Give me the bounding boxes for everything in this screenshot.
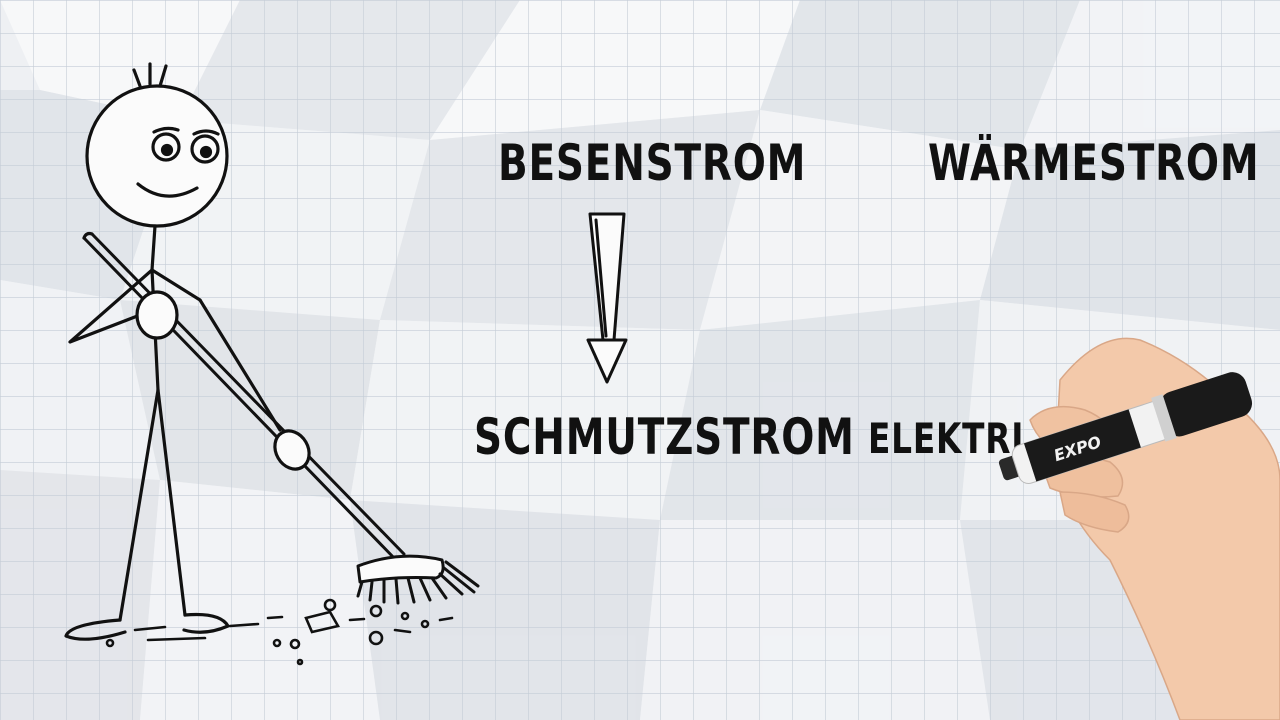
marker-icon: EXPO [0,0,1280,720]
whiteboard-scene: Besenstrom Wärmestrom Schmutzstrom elekt… [0,0,1280,720]
